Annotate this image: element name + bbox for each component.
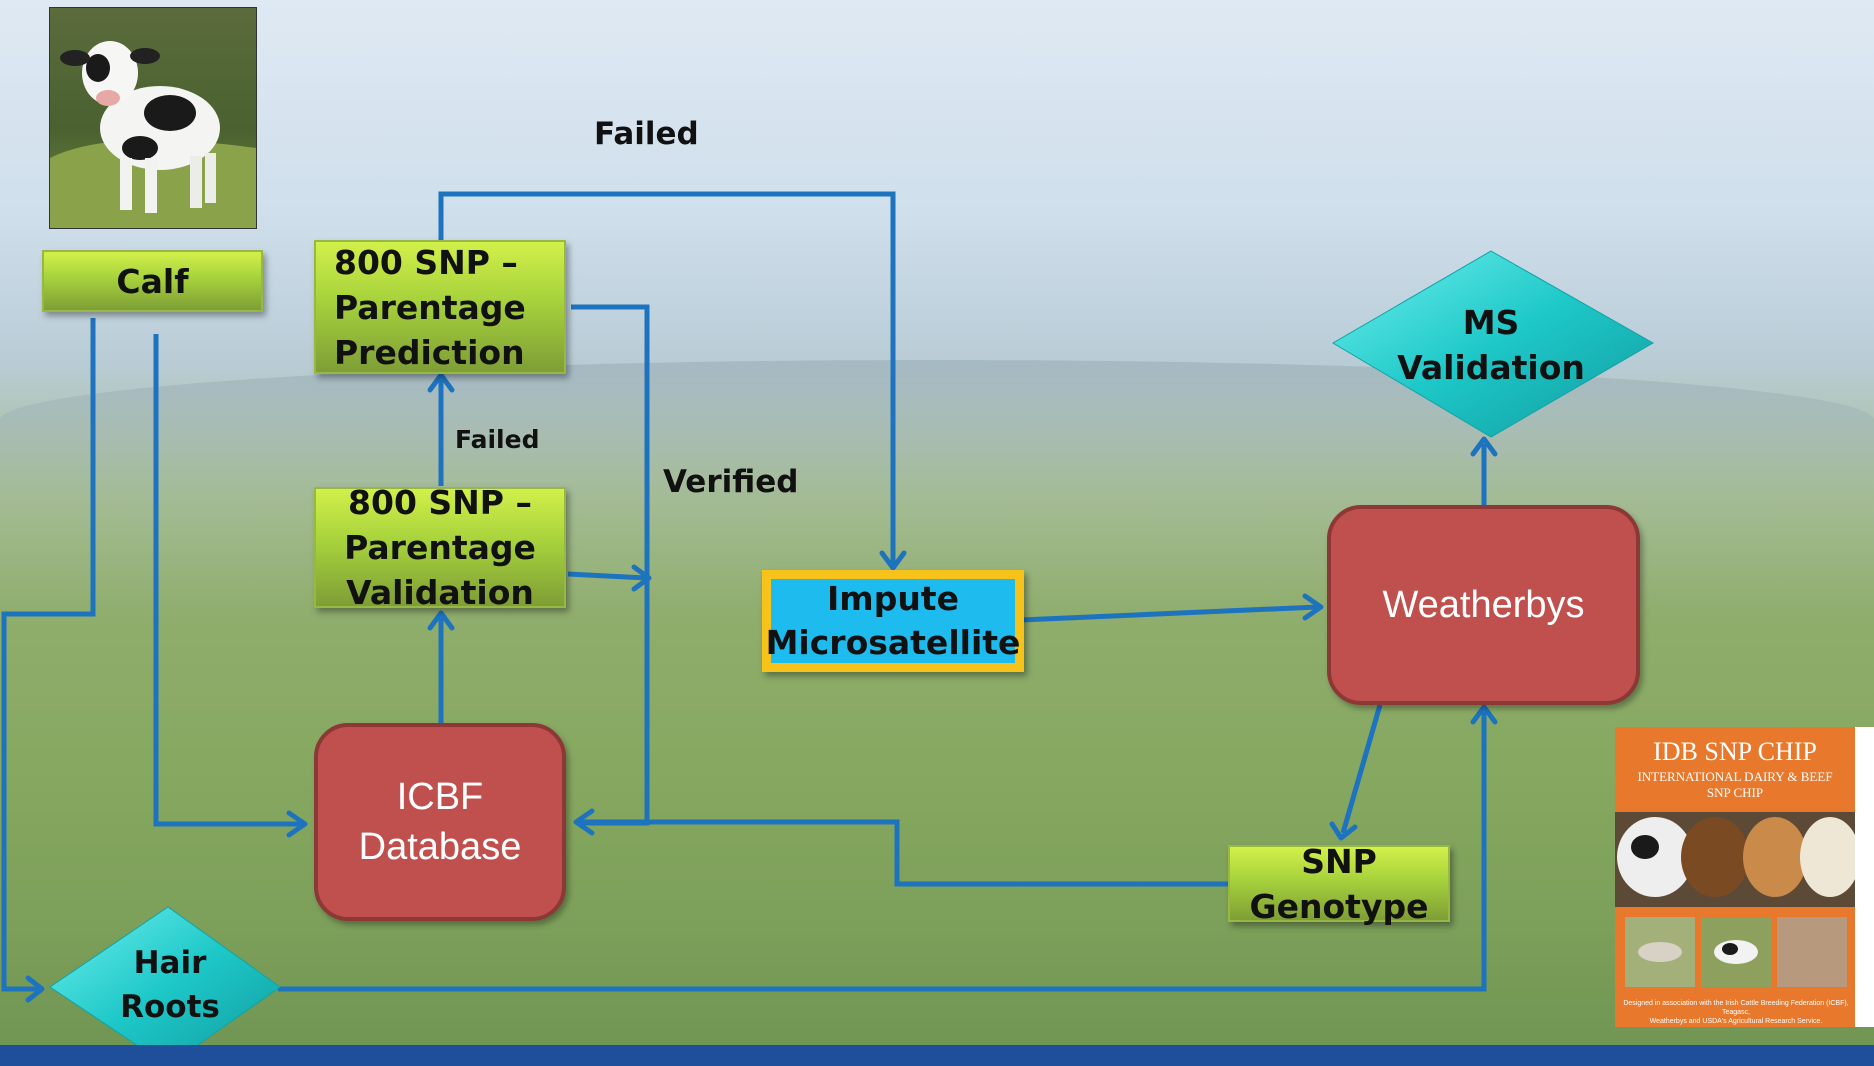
connector-validation-verified (567, 571, 648, 581)
connector-calf-to-icbf (153, 334, 303, 827)
idb-snp-chip-brochure: IDB SNP CHIP INTERNATIONAL DAIRY & BEEF … (1615, 727, 1874, 1027)
hair-roots-diamond (49, 906, 281, 1066)
connector-hair-roots-to-weatherbys (278, 712, 1487, 992)
icbf-database-node: ICBF Database (314, 723, 566, 921)
arrowhead-icbf-left (286, 810, 308, 838)
weatherbys-node: Weatherbys (1327, 505, 1640, 705)
calf-node: Calf (42, 250, 263, 312)
parentage-validation-node: 800 SNP – Parentage Validation (314, 483, 566, 612)
arrowhead-impute (879, 550, 907, 571)
arrowhead-ms (1470, 436, 1498, 457)
arrowhead-prediction (427, 372, 455, 393)
verified-label: Verified (663, 464, 799, 500)
arrowhead-icbf-right (573, 808, 595, 836)
footer-bar (0, 1045, 1874, 1066)
impute-microsatellite-node: Impute Microsatellite (762, 570, 1024, 672)
brochure-subtitle: INTERNATIONAL DAIRY & BEEF SNP CHIP (1637, 769, 1833, 800)
ms-validation-diamond (1332, 250, 1655, 438)
connector-prediction-to-impute-failed (438, 191, 896, 565)
connector-prediction-verified-to-icbf (571, 304, 650, 826)
failed-label-top: Failed (594, 116, 699, 152)
brochure-cattle-photos (1615, 727, 1874, 1027)
calf-photo (49, 7, 257, 229)
brochure-title: IDB SNP CHIP (1653, 737, 1817, 766)
ms-validation-label: MS Validation (1397, 303, 1585, 387)
arrowhead-validation (427, 610, 455, 631)
arrowhead-snp (1329, 821, 1358, 841)
arrowhead-weatherbys (1302, 593, 1324, 621)
connector-impute-to-weatherbys (1020, 604, 1319, 623)
connector-snp-to-icbf (578, 819, 1229, 887)
parentage-prediction-node: 800 SNP – Parentage Prediction (314, 240, 566, 374)
hair-roots-label: Hair Roots (120, 945, 220, 1025)
arrowhead-hair-roots (25, 975, 45, 1003)
brochure-footer: Designed in association with the Irish C… (1623, 1000, 1849, 1025)
arrowhead-verified (631, 564, 652, 592)
connector-weatherbys-to-snp (1340, 704, 1383, 834)
failed-label-middle: Failed (455, 425, 540, 454)
connector-calf-to-hair-roots (1, 318, 96, 992)
arrowhead-weatherbys-bottom (1470, 704, 1498, 725)
snp-genotype-node: SNP Genotype (1228, 842, 1450, 926)
calf-illustration (50, 41, 256, 228)
